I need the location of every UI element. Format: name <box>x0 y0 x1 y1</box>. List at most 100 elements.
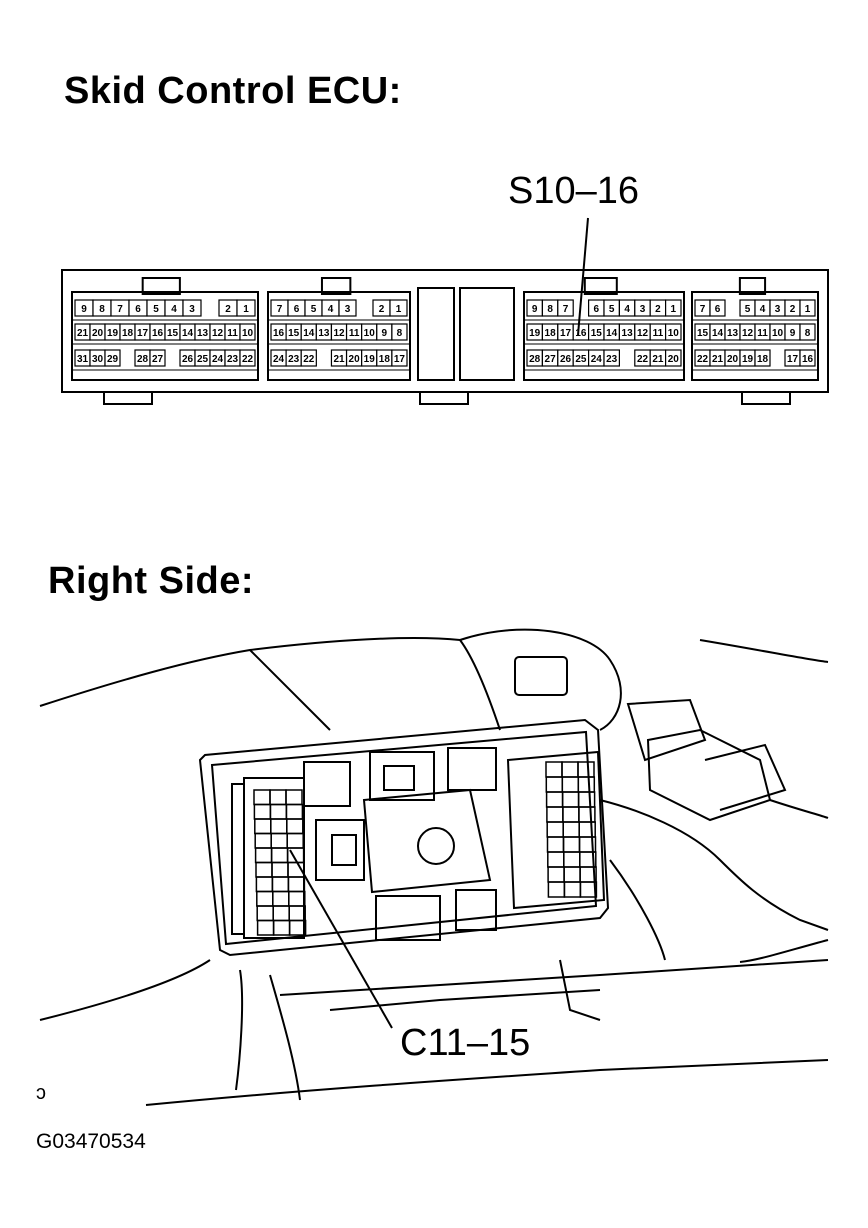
ecu-leader-line <box>577 217 589 336</box>
connector-cell <box>287 876 306 893</box>
ecu-pin-label: 14 <box>182 328 194 339</box>
ecu-pin-label: 19 <box>107 328 119 339</box>
ecu-pin-cell <box>557 299 574 317</box>
connector-cell <box>561 791 580 808</box>
ecu-pin-label: 12 <box>333 328 345 339</box>
ecu-pin-label: 4 <box>328 304 334 315</box>
ecu-pin-label: 9 <box>382 328 388 339</box>
connector-cell <box>269 803 288 820</box>
ecu-pin-label: 12 <box>742 328 754 339</box>
ecu-pin-cell <box>300 349 317 367</box>
ecu-pin-label: 6 <box>594 304 600 315</box>
ecu-pin-label: 25 <box>197 354 209 365</box>
ecu-pin-label: 20 <box>727 354 739 365</box>
right-side-drawing <box>39 628 829 1106</box>
ecu-pin-label: 5 <box>153 304 159 315</box>
ecu-pin-label: 3 <box>189 304 195 315</box>
ecu-pin-cell <box>104 349 121 367</box>
ecu-pin-label: 26 <box>560 354 572 365</box>
ecu-pin-label: 2 <box>790 304 796 315</box>
ecu-pin-label: 15 <box>288 328 300 339</box>
ecu-pin-label: 3 <box>775 304 781 315</box>
connector-cell <box>255 861 273 878</box>
ecu-pin-label: 19 <box>529 328 541 339</box>
ecu-pin-cell <box>236 299 256 317</box>
ecu-pin-label: 16 <box>802 354 814 365</box>
ecu-pin-label: 15 <box>591 328 603 339</box>
connector-cell <box>562 806 580 823</box>
ecu-pin-label: 12 <box>637 328 649 339</box>
ecu-pin-cell <box>239 323 256 341</box>
ecu-pin-label: 3 <box>640 304 646 315</box>
ecu-pin-label: 24 <box>591 354 603 365</box>
connector-cell <box>272 919 291 936</box>
connector-cell <box>579 881 598 898</box>
ecu-pin-label: 8 <box>99 304 105 315</box>
ecu-pin-cell <box>664 349 682 367</box>
connector-cell <box>285 803 304 820</box>
ecu-pin-label: 14 <box>303 328 315 339</box>
ecu-pin-label: 20 <box>92 328 104 339</box>
ecu-pin-label: 16 <box>152 328 164 339</box>
connector-cell <box>253 803 272 820</box>
ecu-pin-label: 9 <box>81 304 87 315</box>
connector-cell <box>577 776 596 793</box>
connector-cell <box>254 818 272 835</box>
ecu-pin-cell <box>664 323 682 341</box>
ecu-pin-label: 21 <box>652 354 664 365</box>
ecu-connector-latch <box>738 277 767 295</box>
ecu-pin-label: 5 <box>311 304 317 315</box>
ecu-pin-label: 21 <box>77 328 89 339</box>
ecu-pin-label: 8 <box>397 328 403 339</box>
ecu-pin-label: 10 <box>364 328 376 339</box>
ecu-pin-label: 10 <box>668 328 680 339</box>
ecu-pin-label: 15 <box>167 328 179 339</box>
connector-cell <box>547 866 565 883</box>
right-side-section-title: Right Side: <box>48 560 255 602</box>
ecu-pin-cell <box>389 299 408 317</box>
ecu-pin-cell <box>338 299 357 317</box>
ecu-pin-label: 14 <box>712 328 724 339</box>
ecu-pin-label: 13 <box>197 328 209 339</box>
figure-id: G03470534 <box>36 1130 146 1153</box>
connector-cell <box>563 851 581 868</box>
ecu-pin-label: 11 <box>349 328 360 339</box>
ecu-pin-label: 22 <box>303 354 315 365</box>
ecu-pin-label: 17 <box>394 354 406 365</box>
connector-cell <box>561 776 580 793</box>
ecu-pin-label: 8 <box>547 304 553 315</box>
connector-cell <box>546 836 565 853</box>
ecu-pin-label: 11 <box>653 328 664 339</box>
ecu-pin-cell <box>709 299 726 317</box>
connector-cell <box>269 789 287 806</box>
right-side-pin-callout: C11–15 <box>400 1022 531 1064</box>
ecu-pin-label: 26 <box>182 354 194 365</box>
ecu-connector-latch <box>320 277 352 295</box>
ecu-pin-label: 11 <box>757 328 768 339</box>
ecu-pin-label: 4 <box>624 304 630 315</box>
connector-cell <box>577 761 595 778</box>
connector-cell <box>272 890 290 907</box>
ecu-pin-label: 7 <box>277 304 283 315</box>
connector-cell <box>272 905 290 922</box>
ecu-pin-label: 13 <box>622 328 634 339</box>
ecu-pin-label: 16 <box>273 328 285 339</box>
ecu-pin-label: 2 <box>655 304 661 315</box>
ecu-pin-label: 13 <box>727 328 739 339</box>
ecu-pin-label: 6 <box>715 304 721 315</box>
right-side-leader-line <box>289 849 393 1029</box>
ecu-pin-cell <box>239 349 256 367</box>
connector-cell <box>288 890 306 907</box>
ecu-pin-label: 12 <box>212 328 224 339</box>
connector-cell <box>546 821 564 838</box>
ecu-section-title: Skid Control ECU: <box>64 70 402 112</box>
connector-cell <box>286 818 304 835</box>
ecu-pin-label: 2 <box>225 304 231 315</box>
connector-cell <box>546 806 564 823</box>
connector-cell <box>255 876 274 893</box>
